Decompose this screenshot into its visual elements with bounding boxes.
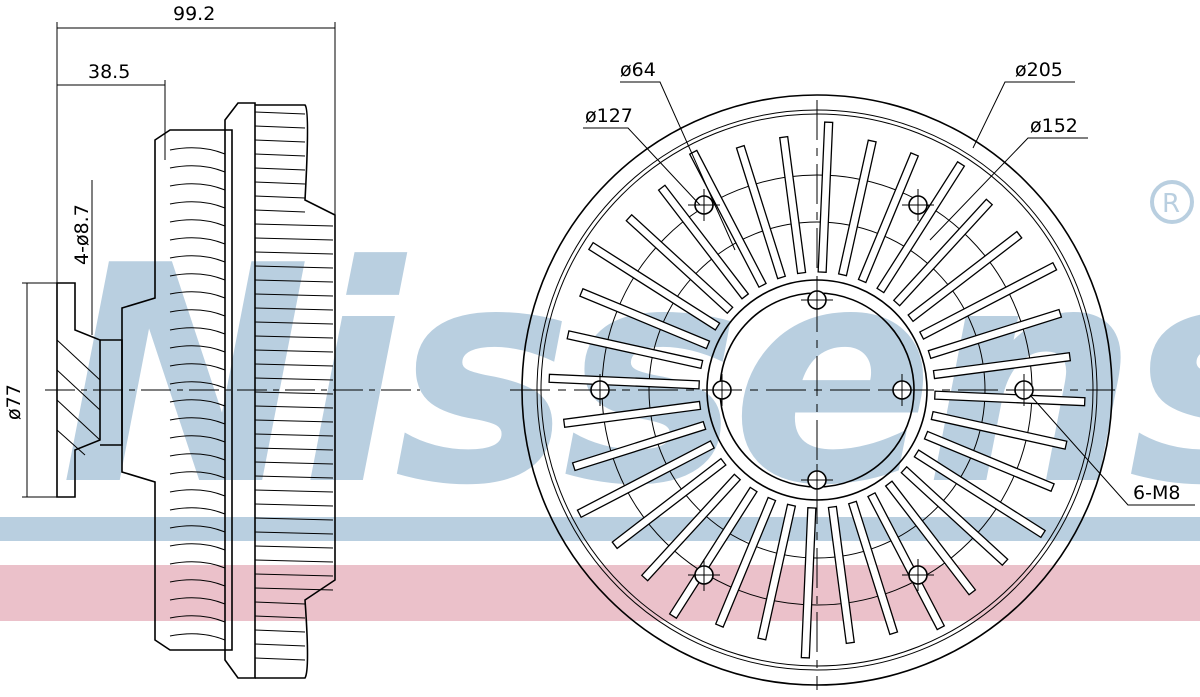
fan-fin (625, 213, 734, 315)
fan-fin (918, 261, 1058, 340)
registered-mark: R (1162, 189, 1180, 219)
fan-fin (930, 410, 1068, 450)
fan-fin (566, 330, 704, 370)
fan-fin (913, 449, 1047, 539)
dim-pilot-diameter: ø77 (3, 384, 25, 420)
fan-fin (611, 457, 727, 550)
fan-fin (867, 491, 946, 631)
fan-fin (562, 400, 702, 428)
fan-fin (847, 500, 899, 636)
front-view: ø64 ø127 ø205 ø152 6-M8 (510, 59, 1195, 690)
fan-fin (688, 149, 767, 289)
fan-fin (923, 430, 1055, 493)
fan-fin (892, 198, 994, 307)
dim-overall-length: 99.2 (173, 3, 215, 25)
dim-hub-diameter: ø64 (620, 59, 656, 81)
fan-fin (907, 230, 1023, 323)
dim-hub-length: 38.5 (88, 61, 130, 83)
fan-fins (548, 121, 1086, 659)
fan-fin (714, 496, 777, 628)
watermark-pink-band (0, 565, 1200, 621)
fan-fin (579, 287, 711, 350)
dim-bolt-circle: ø127 (585, 105, 633, 127)
fan-fin (837, 139, 877, 277)
fan-fin (927, 308, 1063, 360)
fan-fin (884, 480, 977, 596)
dim-outer-diameter: ø205 (1015, 59, 1063, 81)
brand-watermark: Nissens R (0, 180, 1200, 621)
registered-mark-icon (1150, 180, 1194, 224)
fan-fin (876, 160, 966, 294)
fan-fin (657, 184, 750, 300)
fan-fin (817, 121, 834, 273)
fan-fin (571, 420, 707, 472)
fan-fin (587, 241, 721, 331)
fan-fin (640, 473, 742, 582)
fan-fin (900, 465, 1009, 567)
fan-fin (576, 440, 716, 519)
fan-fin (548, 373, 700, 390)
fan-fin (800, 507, 817, 659)
dim-mount-diameter: ø152 (1030, 115, 1078, 137)
watermark-blue-band (0, 517, 1200, 541)
fan-fin (779, 135, 807, 275)
fan-fin (827, 505, 855, 645)
watermark-logo-text: Nissens (60, 202, 1200, 551)
fan-fin (757, 503, 797, 641)
fan-fin (735, 144, 787, 280)
fan-fin (934, 390, 1086, 407)
side-view: 99.2 38.5 4-ø8.7 ø77 (3, 3, 420, 679)
outer-rim (521, 94, 1113, 686)
fan-fin (857, 152, 920, 284)
fan-fin (932, 352, 1072, 380)
dim-threaded-holes: 6-M8 (1133, 482, 1180, 504)
dim-bolt-holes: 4-ø8.7 (71, 204, 93, 265)
